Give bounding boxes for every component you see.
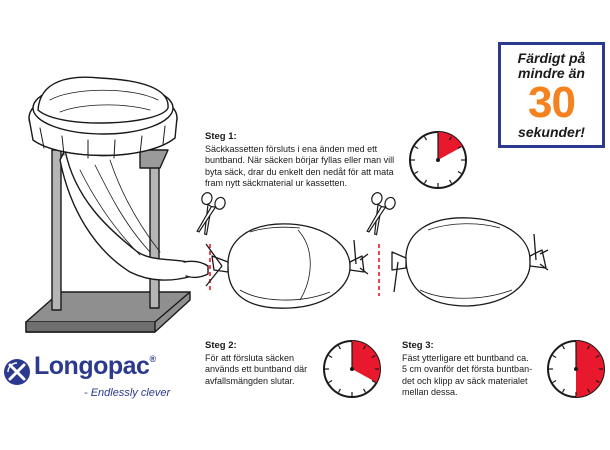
timer-tick	[362, 345, 367, 350]
step-title: Steg 3:	[402, 340, 434, 351]
timer-hub	[350, 367, 354, 371]
badge-line-1: Färdigt på mindre än	[517, 50, 586, 81]
step-line: buntband. När säcken börjar fyllas eller…	[205, 155, 395, 165]
timer-tick	[371, 354, 376, 359]
timer-icon	[323, 340, 381, 398]
step-2-text: Steg 2: För att försluta säcken används …	[205, 340, 335, 387]
timer-hub	[574, 367, 578, 371]
timer-tick	[552, 354, 557, 359]
step-1-text: Steg 1: Säckkassetten försluts i ena änd…	[205, 131, 415, 190]
step-line: mellan dessa.	[402, 387, 458, 397]
timer-tick	[561, 388, 566, 393]
timer-elapsed-wedge	[352, 341, 381, 383]
timer-tick	[586, 345, 591, 350]
timer-tick	[328, 379, 333, 384]
timer-tick	[448, 136, 453, 141]
timer-tick	[423, 136, 428, 141]
timer-tick	[595, 379, 600, 384]
step-title: Steg 2:	[205, 340, 237, 351]
timer-tick	[362, 388, 367, 393]
timer-tick	[457, 170, 462, 175]
bag-icon	[205, 223, 369, 309]
timer-icon	[409, 131, 467, 189]
timer-tick	[371, 379, 376, 384]
timer-tick	[337, 388, 342, 393]
brand-wordmark: Longopac®	[34, 352, 156, 381]
step-line: det och klipp av säck materialet	[402, 375, 528, 386]
time-badge: Färdigt på mindre än 30 sekunder!	[498, 42, 605, 148]
brand-tagline: - Endlessly clever	[84, 387, 171, 399]
timer-tick	[561, 345, 566, 350]
step-line: Säckkassetten försluts i ena änden med e…	[205, 143, 378, 154]
registered-mark: ®	[149, 354, 156, 364]
timer-tick	[586, 388, 591, 393]
logo-icon	[4, 359, 30, 385]
brand-name: Longopac	[34, 352, 150, 380]
timer-icon	[547, 340, 605, 398]
timer-tick	[595, 354, 600, 359]
timer-hub	[436, 158, 440, 162]
badge-number: 30	[528, 78, 576, 127]
step-line: avfallsmängden slutar.	[205, 375, 295, 386]
timer-tick	[337, 345, 342, 350]
step-line: För att försluta säcken	[205, 352, 295, 363]
timer-tick	[457, 145, 462, 150]
timer-tick	[414, 145, 419, 150]
step-3-text: Steg 3: Fäst ytterligare ett buntband ca…	[402, 340, 552, 399]
bag-icon	[391, 217, 549, 307]
step-line: används ett buntband där	[205, 364, 308, 374]
scissors-icon	[366, 192, 396, 236]
timer-tick	[448, 179, 453, 184]
timer-tick	[414, 170, 419, 175]
timer-tick	[552, 379, 557, 384]
step-line: Fäst ytterligare ett buntband ca.	[402, 352, 529, 363]
timer-tick	[328, 354, 333, 359]
timer-tick	[423, 179, 428, 184]
step-line: 5 cm ovanför det första buntban-	[402, 364, 533, 374]
timer-elapsed-wedge	[576, 341, 604, 397]
step-line: byta säck, drar du enkelt den nedåt för …	[205, 166, 394, 177]
stand-icon	[25, 76, 209, 333]
scissors-icon	[196, 192, 226, 236]
timer-elapsed-wedge	[438, 132, 463, 160]
badge-line-3: sekunder!	[518, 124, 585, 140]
step-line: fram nytt säckmaterial ur kassetten.	[205, 178, 348, 188]
step-title: Steg 1:	[205, 131, 237, 142]
